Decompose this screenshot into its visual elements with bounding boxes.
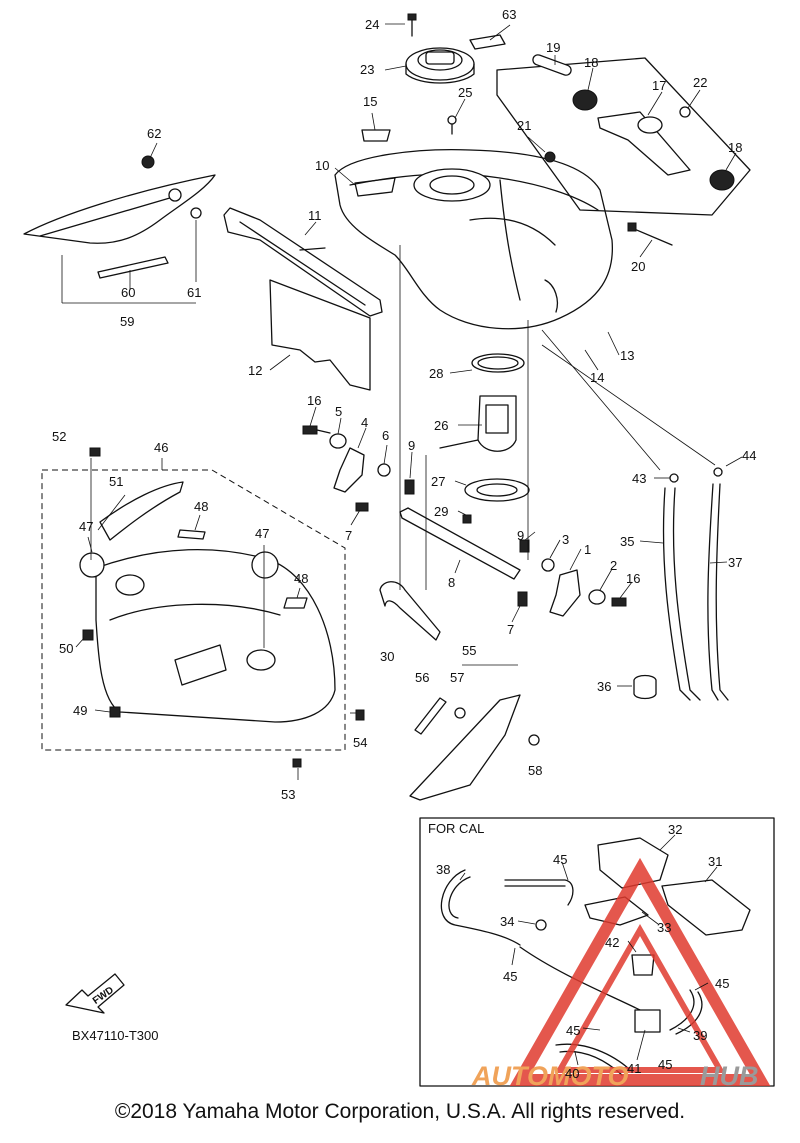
tank-cover — [41, 447, 365, 768]
watermark-logo — [509, 857, 771, 1086]
callout-38: 38 — [436, 862, 450, 877]
callout-9a: 9 — [408, 438, 415, 453]
callout-19: 19 — [546, 40, 560, 55]
callout-57: 57 — [450, 670, 464, 685]
leader-lines — [61, 23, 743, 1066]
callout-11: 11 — [308, 208, 322, 223]
pad-15 — [361, 129, 391, 142]
hose-30 — [379, 581, 441, 641]
callout-45c: 45 — [715, 976, 729, 991]
callout-35: 35 — [620, 534, 634, 549]
callout-59: 59 — [120, 314, 134, 329]
callout-17: 17 — [652, 78, 666, 93]
callout-37: 37 — [728, 555, 742, 570]
callout-20: 20 — [631, 259, 645, 274]
copyright-notice: ©2018 Yamaha Motor Corporation, U.S.A. A… — [114, 1100, 686, 1123]
callout-23: 23 — [360, 62, 374, 77]
callout-54: 54 — [353, 735, 367, 750]
watermark-text-b: HUB — [700, 1061, 759, 1091]
bolt-24 — [407, 13, 417, 37]
callout-10: 10 — [315, 158, 329, 173]
diagram-code: BX47110-T300 — [72, 1028, 159, 1043]
callout-4: 4 — [361, 415, 368, 430]
callout-32: 32 — [668, 822, 682, 837]
callout-7a: 7 — [345, 528, 352, 543]
callout-48b: 48 — [294, 571, 308, 586]
fwd-arrow-icon: FWD — [65, 973, 125, 1014]
breather-hoses — [633, 467, 729, 701]
callout-45a: 45 — [553, 852, 567, 867]
callout-5: 5 — [335, 404, 342, 419]
callout-3: 3 — [562, 532, 569, 547]
callout-36: 36 — [597, 679, 611, 694]
for-cal-label: FOR CAL — [428, 821, 484, 836]
callout-15: 15 — [363, 94, 377, 109]
callout-42: 42 — [605, 935, 619, 950]
watermark-text-a: AUTOMOTO — [471, 1061, 629, 1091]
callout-44: 44 — [742, 448, 756, 463]
fuel-pump — [439, 353, 530, 524]
callout-58: 58 — [528, 763, 542, 778]
callout-27: 27 — [431, 474, 445, 489]
callout-34: 34 — [500, 914, 514, 929]
callout-47b: 47 — [255, 526, 269, 541]
callout-39: 39 — [693, 1028, 707, 1043]
callout-16b: 16 — [626, 571, 640, 586]
callout-7b: 7 — [507, 622, 514, 637]
screw-25 — [447, 115, 457, 135]
callout-48a: 48 — [194, 499, 208, 514]
callout-52: 52 — [52, 429, 66, 444]
callout-40: 40 — [565, 1066, 579, 1081]
callout-8: 8 — [448, 575, 455, 590]
callout-18b: 18 — [728, 140, 742, 155]
callout-9b: 9 — [517, 528, 524, 543]
callout-50: 50 — [59, 641, 73, 656]
callout-24: 24 — [365, 17, 379, 32]
callout-56: 56 — [415, 670, 429, 685]
callout-labels: 1 2 3 4 5 6 7 7 8 9 9 10 11 12 13 14 15 … — [52, 7, 756, 1081]
callout-41: 41 — [627, 1061, 641, 1076]
callout-1: 1 — [584, 542, 591, 557]
callout-45e: 45 — [658, 1057, 672, 1072]
callout-22: 22 — [693, 75, 707, 90]
callout-63: 63 — [502, 7, 516, 22]
callout-55: 55 — [462, 643, 476, 658]
callout-30: 30 — [380, 649, 394, 664]
callout-14: 14 — [590, 370, 604, 385]
callout-13: 13 — [620, 348, 634, 363]
callout-28: 28 — [429, 366, 443, 381]
callout-33: 33 — [657, 920, 671, 935]
callout-61: 61 — [187, 285, 201, 300]
fuel-tank — [334, 149, 614, 330]
callout-16a: 16 — [307, 393, 321, 408]
callout-62: 62 — [147, 126, 161, 141]
insulator — [223, 207, 383, 391]
callout-45b: 45 — [503, 969, 517, 984]
callout-51: 51 — [109, 474, 123, 489]
side-cover — [23, 155, 216, 279]
callout-53: 53 — [281, 787, 295, 802]
callout-25: 25 — [458, 85, 472, 100]
callout-47a: 47 — [79, 519, 93, 534]
callout-12: 12 — [248, 363, 262, 378]
callout-29: 29 — [434, 504, 448, 519]
callout-21: 21 — [517, 118, 531, 133]
callout-49: 49 — [73, 703, 87, 718]
fuel-cap — [405, 47, 475, 84]
callout-43: 43 — [632, 471, 646, 486]
hinge-bracket — [496, 54, 751, 246]
callout-31: 31 — [708, 854, 722, 869]
plate-63 — [469, 34, 506, 50]
callout-6: 6 — [382, 428, 389, 443]
callout-45d: 45 — [566, 1023, 580, 1038]
callout-18a: 18 — [584, 55, 598, 70]
tank-mount-parts — [302, 425, 627, 617]
side-panel — [409, 694, 540, 801]
callout-26: 26 — [434, 418, 448, 433]
callout-60: 60 — [121, 285, 135, 300]
callout-2: 2 — [610, 558, 617, 573]
callout-46: 46 — [154, 440, 168, 455]
